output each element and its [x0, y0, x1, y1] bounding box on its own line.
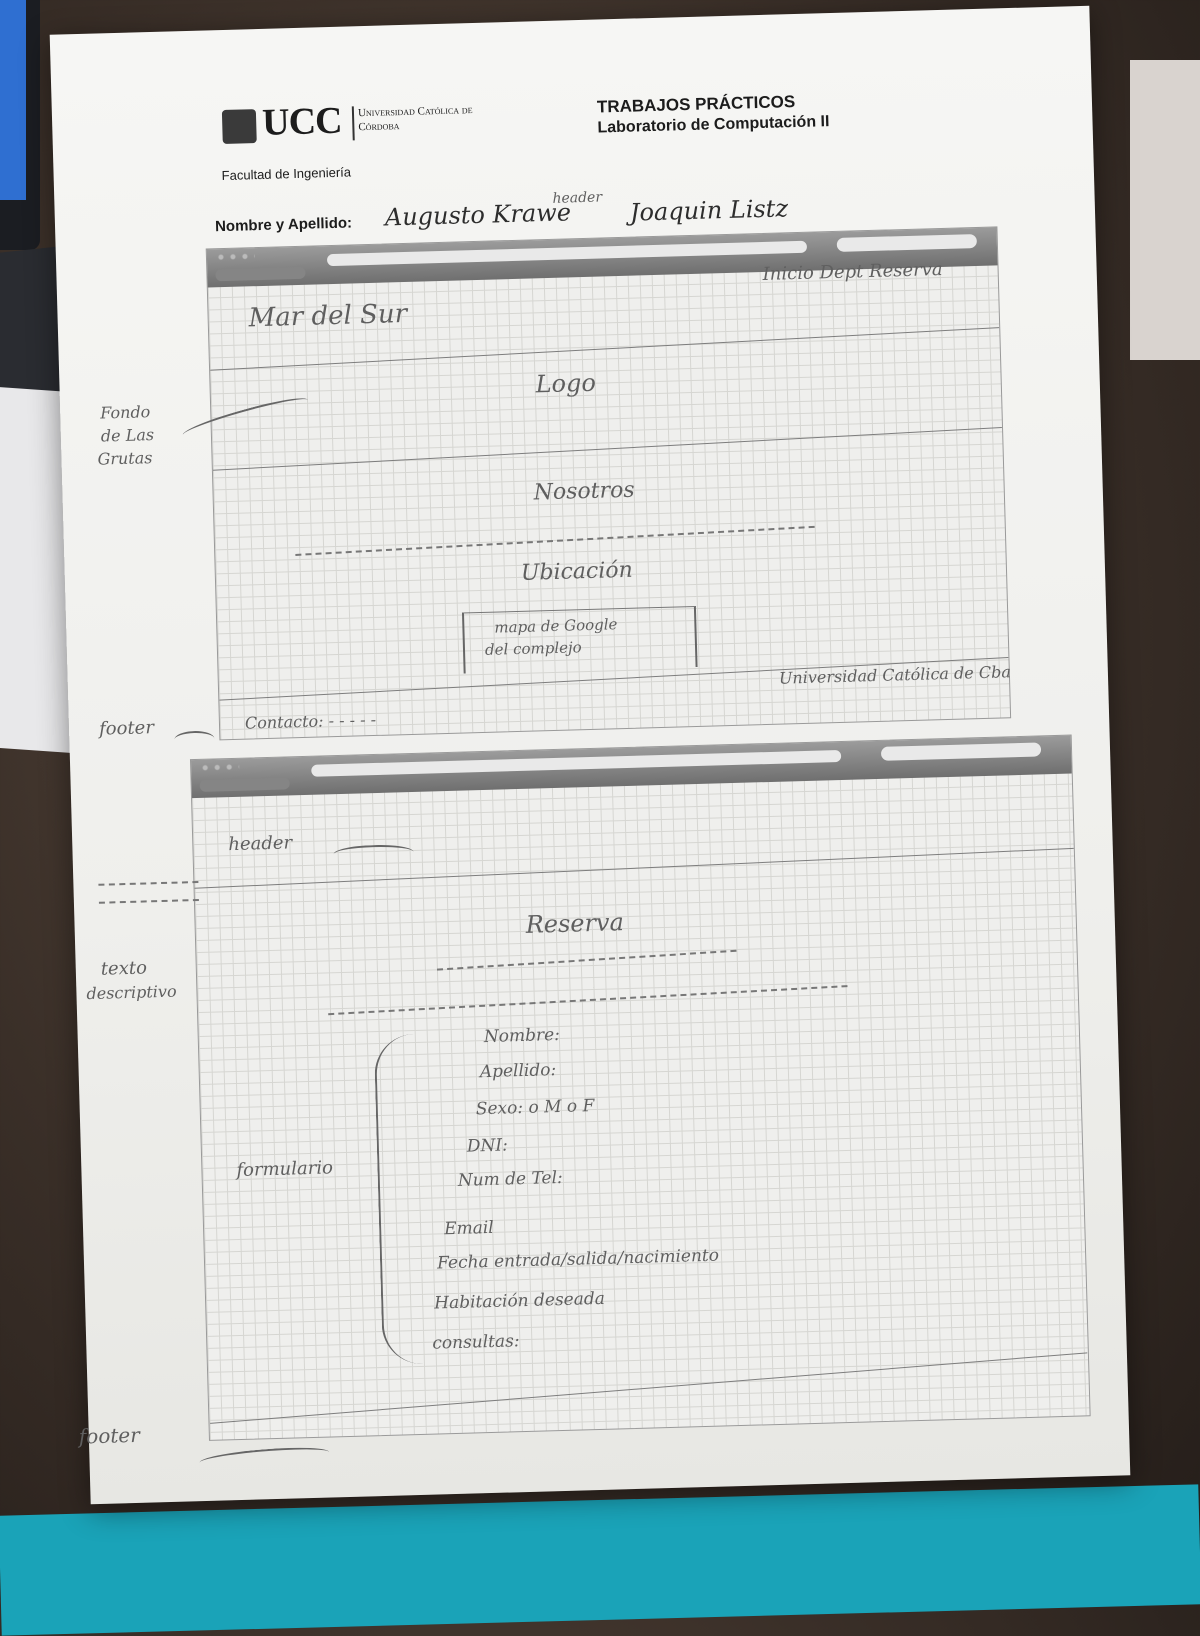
back-forward-icon [199, 777, 290, 792]
map-box: mapa de Google del complejo [461, 605, 698, 674]
annotation-text-2: descriptivo [86, 981, 177, 1004]
laptop [0, 0, 40, 250]
form-field-apellido: Apellido: [479, 1060, 557, 1083]
document-subtitle: Laboratorio de Computación II [597, 113, 830, 137]
footer-university: Universidad Católica de Cba [778, 662, 1012, 688]
form-field-fechas: Fecha entrada/salida/nacimiento [436, 1245, 720, 1274]
logo-divider [351, 106, 355, 141]
footer-divider [210, 1352, 1088, 1424]
annotation-form: formulario [236, 1157, 334, 1182]
browser-toolbar [190, 735, 1072, 799]
form-field-sexo: Sexo: o M o F [475, 1096, 595, 1120]
arrow-icon [199, 1444, 330, 1471]
form-field-telefono: Num de Tel: [457, 1167, 564, 1191]
address-bar [326, 240, 808, 267]
student-name-1: Augusto Krawe [384, 198, 572, 232]
university-name: Universidad Católica de Córdoba [357, 104, 473, 134]
annotation-bg-2: de Las [100, 425, 155, 446]
address-bar [311, 749, 842, 777]
logo-text: UCC [261, 99, 343, 144]
section-reserva: Reserva [525, 908, 625, 939]
back-forward-icon [215, 266, 306, 282]
placeholder-text-line [98, 880, 199, 886]
footer-contact: Contacto: - - - - - [244, 709, 377, 733]
ucc-emblem-icon [221, 109, 257, 145]
form-brace [373, 1033, 425, 1366]
header-divider [194, 847, 1074, 889]
site-nav: Inicio Dept Reserva [762, 258, 943, 285]
faculty-name: Facultad de Ingeniería [221, 164, 352, 184]
map-text-1: mapa de Google [494, 615, 618, 637]
search-bar [880, 742, 1042, 761]
window-controls-icon [199, 763, 240, 771]
wireframe-reserva: header Reserva Nombre: Apellido: Sexo: o… [189, 734, 1091, 1441]
form-field-habitacion: Habitación deseada [433, 1288, 606, 1314]
laptop-screen [0, 0, 26, 200]
student-name-2: Joaquin Listz [629, 194, 789, 227]
annotation-bg-3: Grutas [97, 448, 153, 469]
annotation-footer-2: footer [78, 1422, 141, 1449]
placeholder-text-line [436, 949, 737, 971]
map-text-2: del complejo [484, 638, 582, 659]
annotation-footer-1: footer [98, 717, 155, 740]
hero-divider [213, 427, 1002, 471]
document-title: TRABAJOS PRÁCTICOS [596, 92, 796, 117]
header-divider [210, 327, 1000, 371]
section-nosotros: Nosotros [533, 477, 635, 506]
placeholder-text-line [98, 898, 199, 904]
form-field-dni: DNI: [466, 1135, 509, 1157]
arrow-icon [333, 843, 414, 863]
window-controls-icon [214, 253, 256, 261]
site-title: Mar del Sur [248, 298, 408, 334]
annotation-header-2: header [228, 832, 293, 856]
placeholder-text-line [295, 525, 815, 556]
wireframe-home: Mar del Sur Inicio Dept Reserva Logo Nos… [205, 226, 1012, 741]
form-field-nombre: Nombre: [483, 1024, 561, 1048]
annotation-header-1: header [552, 189, 603, 207]
paper-sheet: UCC Universidad Católica de Córdoba Facu… [49, 5, 1131, 1505]
annotation-text-1: texto [100, 957, 148, 980]
search-bar [836, 234, 977, 252]
form-field-consultas: consultas: [432, 1331, 520, 1354]
annotation-bg-1: Fondo [99, 402, 151, 423]
placeholder-text-line [328, 985, 848, 1016]
name-label: Nombre y Apellido: [214, 214, 353, 236]
arrow-icon [174, 730, 215, 748]
section-ubicacion: Ubicación [520, 557, 634, 586]
form-field-email: Email [443, 1217, 494, 1240]
cushion [1130, 60, 1200, 360]
teal-folder [0, 1484, 1200, 1636]
logo-placeholder: Logo [535, 368, 597, 399]
